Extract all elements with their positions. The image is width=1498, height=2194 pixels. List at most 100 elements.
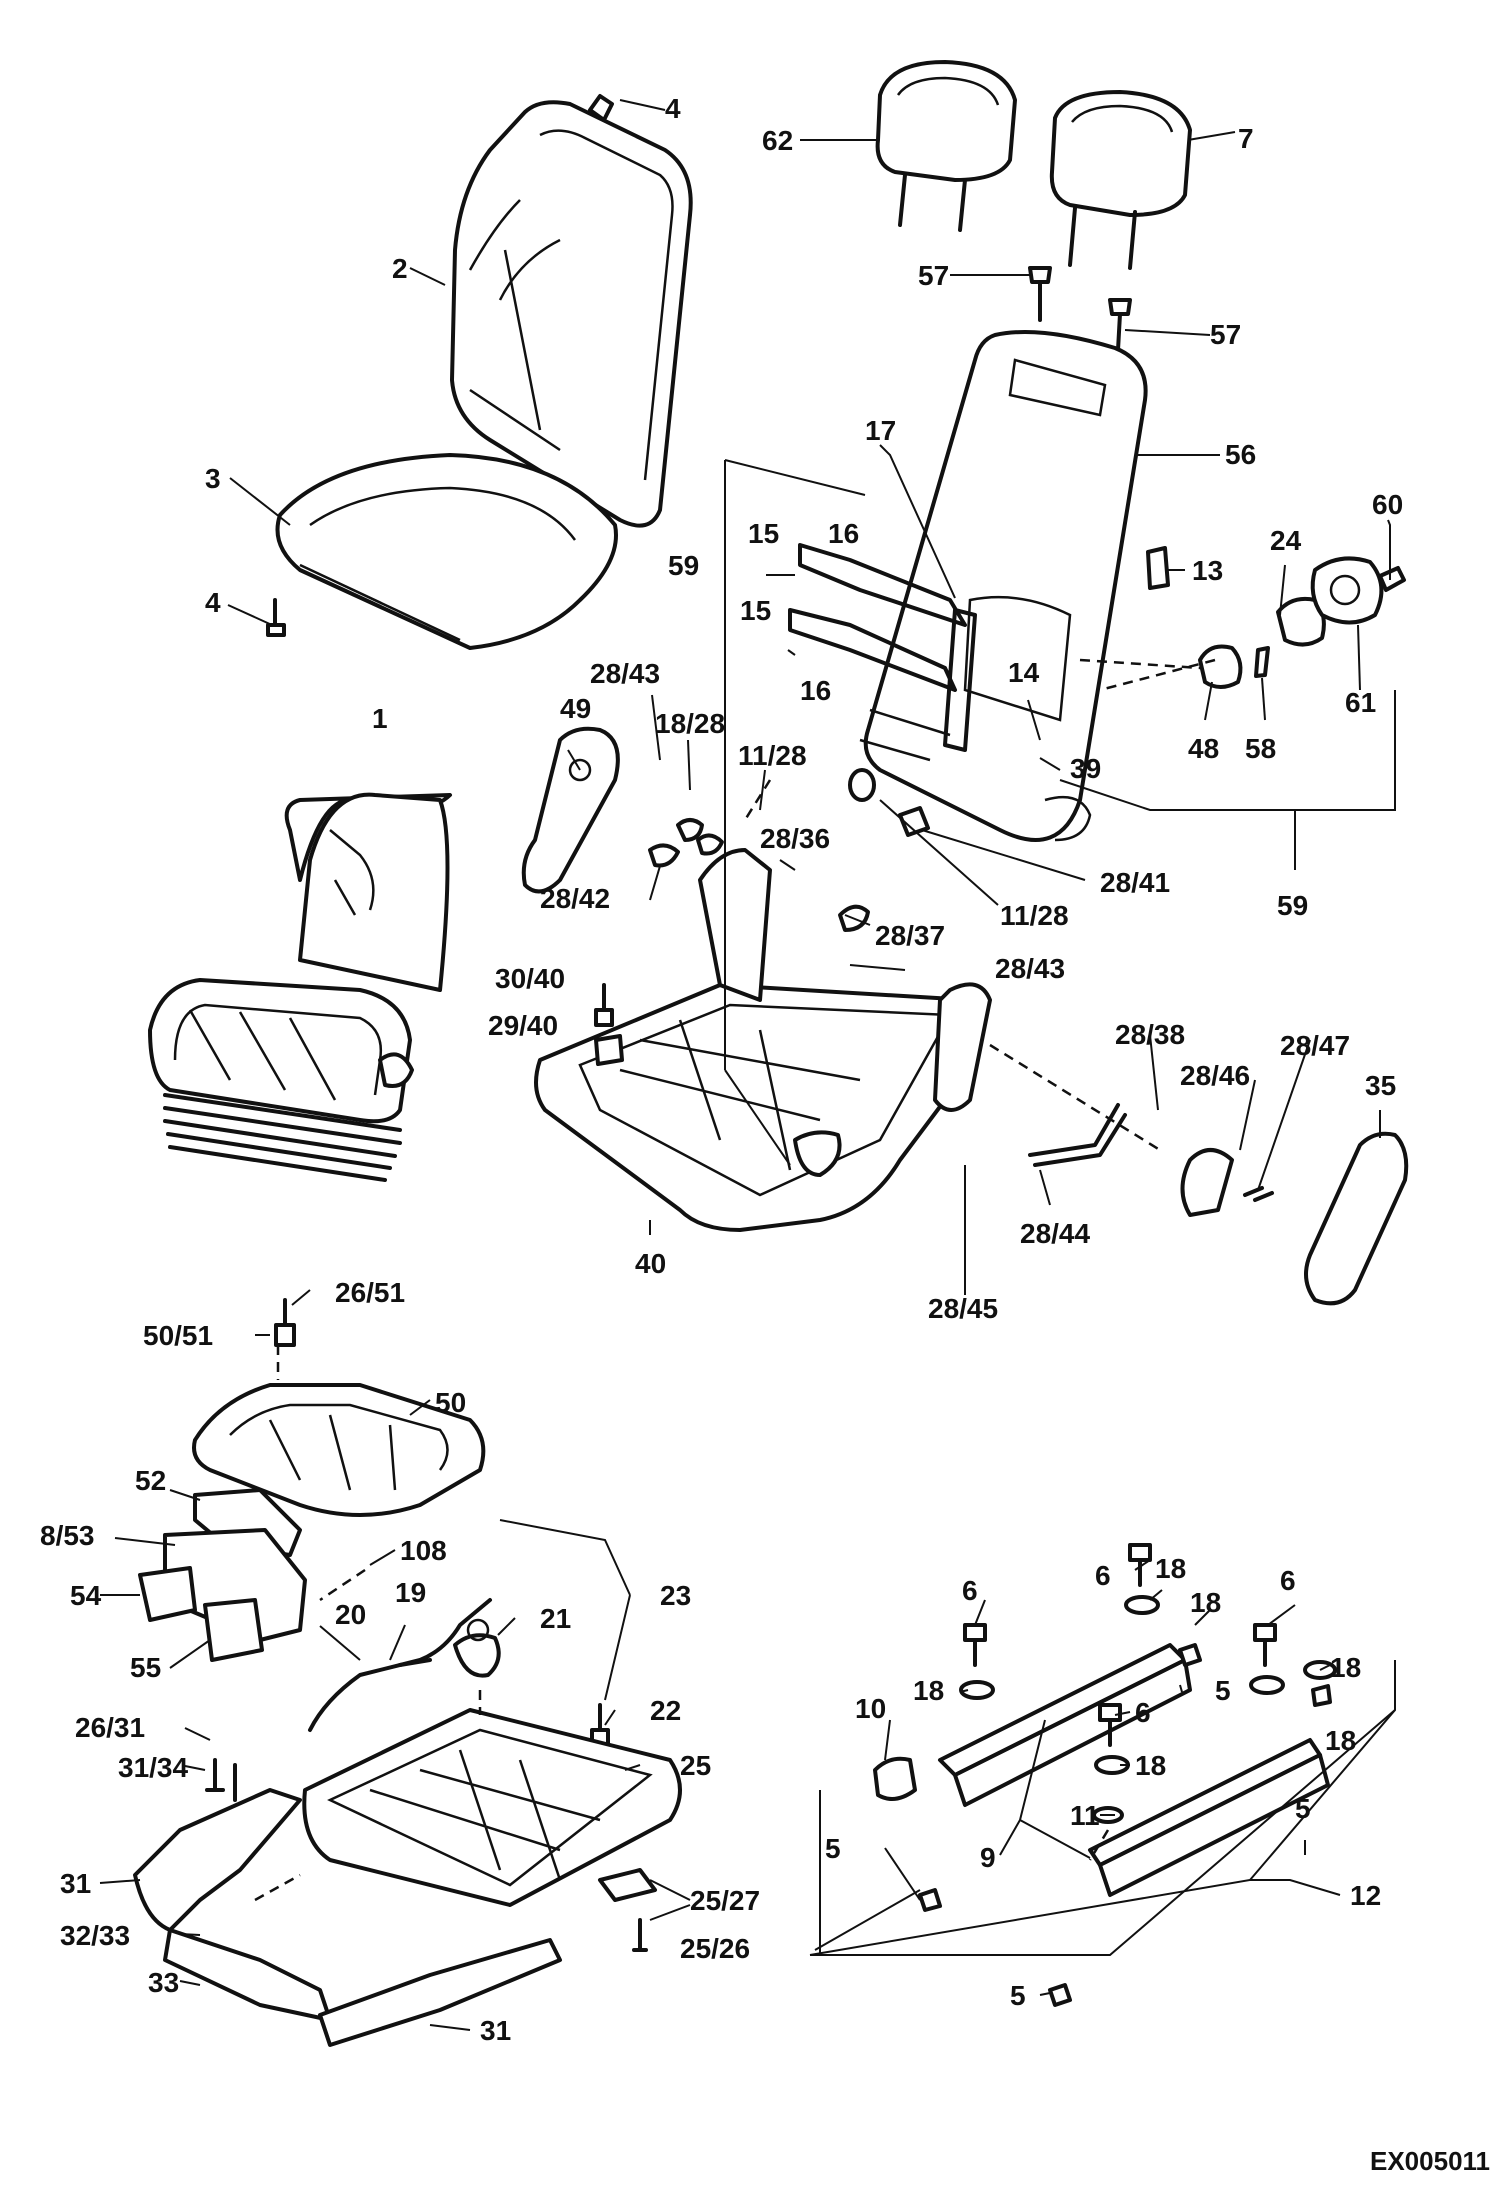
part-headrest-62 xyxy=(875,60,1017,232)
part-headrest-guide-57 xyxy=(1028,266,1132,352)
assembly-lines xyxy=(254,658,1216,1902)
part-base-plate-25 xyxy=(302,1708,682,1952)
callout-58: 58 xyxy=(1245,733,1276,764)
callout-35: 35 xyxy=(1365,1070,1396,1101)
callout-4-lower: 4 xyxy=(205,587,221,618)
callout-32-33: 32/33 xyxy=(60,1920,130,1951)
part-recline-mechanism xyxy=(648,818,1274,1217)
part-side-cover-49 xyxy=(521,726,620,894)
callout-5-c: 5 xyxy=(825,1833,841,1864)
callout-108: 108 xyxy=(400,1535,447,1566)
callout-48: 48 xyxy=(1188,733,1219,764)
callout-52: 52 xyxy=(135,1465,166,1496)
callout-28-41: 28/41 xyxy=(1100,867,1170,898)
part-seat-back-cushion xyxy=(450,94,693,528)
callout-11-28-right: 11/28 xyxy=(1000,900,1069,931)
part-rail-fasteners xyxy=(918,1543,1337,2007)
callout-29-40: 29/40 xyxy=(488,1010,558,1041)
part-latch-30-40 xyxy=(594,983,624,1066)
callout-6-b: 6 xyxy=(1095,1560,1111,1591)
part-headrest-7 xyxy=(1049,90,1192,270)
part-screw-26-51 xyxy=(274,1298,296,1347)
part-base-frame-31 xyxy=(133,1758,562,2047)
part-lumbar-springs xyxy=(788,543,977,762)
callout-4-top: 4 xyxy=(665,93,681,124)
part-knob-13 xyxy=(1146,546,1170,590)
callout-50: 50 xyxy=(435,1387,466,1418)
part-seat-back-frame xyxy=(863,330,1148,842)
callout-33: 33 xyxy=(148,1967,179,1998)
callout-28-43-top: 28/43 xyxy=(590,658,660,689)
callout-26-31: 26/31 xyxy=(75,1712,145,1743)
callout-10: 10 xyxy=(855,1693,886,1724)
part-washer-28-41 xyxy=(848,768,930,837)
callout-59-right: 59 xyxy=(1277,890,1308,921)
callout-18-f: 18 xyxy=(1135,1750,1166,1781)
callout-9: 9 xyxy=(980,1842,996,1873)
callout-18-c: 18 xyxy=(1330,1652,1361,1683)
part-seat-pan-frame xyxy=(534,848,992,1232)
callout-30-40: 30/40 xyxy=(495,963,565,994)
callout-21: 21 xyxy=(540,1603,571,1634)
callout-50-51: 50/51 xyxy=(143,1320,213,1351)
callout-39: 39 xyxy=(1070,753,1101,784)
callout-14: 14 xyxy=(1008,657,1040,688)
callout-25-26: 25/26 xyxy=(680,1933,750,1964)
callout-31-bottom: 31 xyxy=(480,2015,511,2046)
callout-6-a: 6 xyxy=(962,1575,978,1606)
callout-18-a: 18 xyxy=(1155,1553,1186,1584)
callout-31-top: 31 xyxy=(60,1868,91,1899)
part-seat-cushion xyxy=(275,453,618,650)
callout-28-46: 28/46 xyxy=(1180,1060,1250,1091)
callout-40: 40 xyxy=(635,1248,666,1279)
callout-25: 25 xyxy=(680,1750,711,1781)
callout-62: 62 xyxy=(762,125,793,156)
callout-28-44: 28/44 xyxy=(1020,1218,1090,1249)
callout-18-d: 18 xyxy=(913,1675,944,1706)
callout-15-upper: 15 xyxy=(748,518,779,549)
callout-59-left: 59 xyxy=(668,550,699,581)
callout-22: 22 xyxy=(650,1695,681,1726)
callout-11-28-left: 11/28 xyxy=(738,740,807,771)
callout-labels: 4 62 7 2 57 57 3 56 17 59 15 16 60 4 15 … xyxy=(40,93,1403,2046)
part-side-cover-35 xyxy=(1304,1131,1409,1306)
callout-31-34: 31/34 xyxy=(118,1752,188,1783)
callout-54: 54 xyxy=(70,1580,102,1611)
callout-25-27: 25/27 xyxy=(690,1885,760,1916)
callout-23: 23 xyxy=(660,1580,691,1611)
callout-20: 20 xyxy=(335,1599,366,1630)
part-suspension-top-50 xyxy=(192,1383,486,1517)
callout-18-e: 18 xyxy=(1325,1725,1356,1756)
part-recline-hardware xyxy=(1198,556,1406,689)
part-slide-rails xyxy=(873,1643,1330,1897)
callout-5-d: 5 xyxy=(1010,1980,1026,2011)
callout-28-47: 28/47 xyxy=(1280,1030,1350,1061)
callout-8-53: 8/53 xyxy=(40,1520,95,1551)
callout-17: 17 xyxy=(865,415,896,446)
callout-57-upper: 57 xyxy=(918,260,949,291)
callout-19: 19 xyxy=(395,1577,426,1608)
callout-13: 13 xyxy=(1192,555,1223,586)
callout-18-28: 18/28 xyxy=(655,708,725,739)
callout-15-lower: 15 xyxy=(740,595,771,626)
callout-5-a: 5 xyxy=(1215,1675,1231,1706)
callout-3: 3 xyxy=(205,463,221,494)
callout-61: 61 xyxy=(1345,687,1376,718)
callout-28-43-bottom: 28/43 xyxy=(995,953,1065,984)
callout-18-b: 18 xyxy=(1190,1587,1221,1618)
callout-28-42: 28/42 xyxy=(540,883,610,914)
part-pads-54-55 xyxy=(138,1566,264,1662)
part-cable-19-20 xyxy=(308,1598,501,1732)
callout-12: 12 xyxy=(1350,1880,1381,1911)
callout-26-51: 26/51 xyxy=(335,1277,405,1308)
callout-28-45: 28/45 xyxy=(928,1293,998,1324)
callout-7: 7 xyxy=(1238,123,1254,154)
callout-6-d: 6 xyxy=(1135,1697,1151,1728)
part-bolt-4-lower xyxy=(266,598,286,637)
callout-28-38: 28/38 xyxy=(1115,1019,1185,1050)
callout-60: 60 xyxy=(1372,489,1403,520)
callout-5-b: 5 xyxy=(1295,1793,1311,1824)
part-assembled-seat xyxy=(148,792,452,1182)
callout-49: 49 xyxy=(560,693,591,724)
